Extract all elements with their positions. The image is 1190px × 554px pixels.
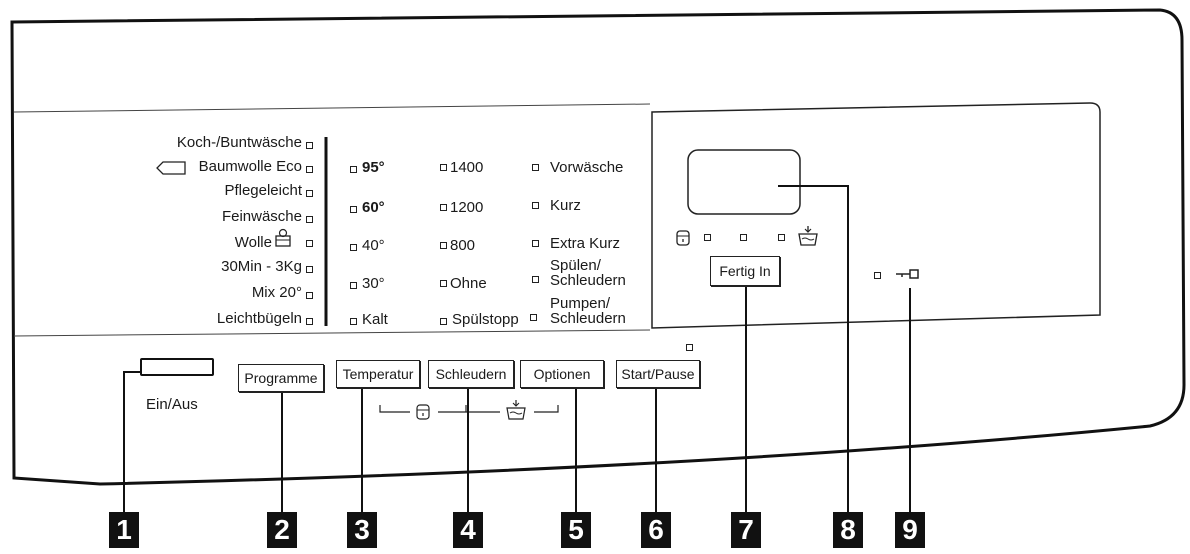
- callout-number: 1: [109, 512, 139, 548]
- temperature-label: Kalt: [362, 311, 388, 328]
- display-window: [651, 102, 1101, 329]
- power-button[interactable]: [140, 358, 214, 376]
- wool-icon: [275, 228, 291, 247]
- rinse-basin-icon: [798, 226, 818, 246]
- callout-lines: [123, 185, 911, 512]
- start-pause-led: [686, 344, 693, 351]
- programme-led: [306, 166, 313, 173]
- spin-led: [440, 242, 447, 249]
- phase-led: [778, 234, 785, 241]
- programme-led: [306, 216, 313, 223]
- temperature-label: 40°: [362, 237, 385, 254]
- spin-label: 1400: [450, 159, 484, 176]
- spin-led: [440, 204, 447, 211]
- temperature-led: [350, 166, 357, 173]
- door-lock-led: [874, 272, 881, 279]
- temperature-label: 95°: [362, 159, 385, 176]
- callout-number: 4: [453, 512, 483, 548]
- option-led: [532, 202, 539, 209]
- option-label: Pumpen/ Schleudern: [550, 295, 626, 327]
- programme-button[interactable]: Programme: [238, 364, 324, 392]
- spin-led: [440, 318, 447, 325]
- panel-divider-top: [13, 103, 651, 113]
- programme-led: [306, 292, 313, 299]
- lcd-display: [687, 149, 801, 215]
- callout-number: 8: [833, 512, 863, 548]
- phase-led: [704, 234, 711, 241]
- option-led: [530, 314, 537, 321]
- programme-led: [306, 318, 313, 325]
- option-label: Vorwäsche: [550, 159, 624, 176]
- key-icon: [896, 269, 919, 279]
- programme-label: Mix 20°: [251, 284, 302, 301]
- callout-number: 3: [347, 512, 377, 548]
- programme-label: 30Min - 3Kg: [221, 258, 302, 275]
- programme-label: Wolle: [234, 234, 272, 251]
- temperature-led: [350, 318, 357, 325]
- callout-number: 2: [267, 512, 297, 548]
- programme-label: Feinwäsche: [221, 208, 302, 225]
- detergent-drawer-icon: [416, 404, 430, 420]
- options-button[interactable]: Optionen: [520, 360, 604, 388]
- panel-body: [10, 8, 1186, 486]
- tag-icon: [156, 161, 186, 175]
- temperature-button[interactable]: Temperatur: [336, 360, 420, 388]
- spin-label: Spülstopp: [452, 311, 519, 328]
- programme-label: Pflegeleicht: [224, 182, 302, 199]
- callout-number: 5: [561, 512, 591, 548]
- spin-button[interactable]: Schleudern: [428, 360, 514, 388]
- spin-label: 800: [450, 237, 476, 254]
- programme-led: [306, 190, 313, 197]
- phase-led: [740, 234, 747, 241]
- power-label: Ein/Aus: [146, 396, 198, 413]
- temperature-led: [350, 206, 357, 213]
- programme-led: [306, 240, 313, 247]
- option-label: Extra Kurz: [550, 235, 621, 252]
- rinse-basin-icon: [506, 400, 526, 420]
- detergent-drawer-icon: [676, 230, 690, 246]
- temperature-led: [350, 282, 357, 289]
- spin-label: 1200: [450, 199, 484, 216]
- finish-in-button[interactable]: Fertig In: [710, 256, 780, 286]
- programme-led: [306, 142, 313, 149]
- option-label: Spülen/ Schleudern: [550, 257, 626, 289]
- programme-label: Leichtbügeln: [216, 310, 302, 327]
- callout-number: 6: [641, 512, 671, 548]
- callout-number: 7: [731, 512, 761, 548]
- spin-led: [440, 164, 447, 171]
- panel-divider-bottom: [13, 329, 651, 337]
- option-led: [532, 240, 539, 247]
- temperature-led: [350, 244, 357, 251]
- start-pause-button[interactable]: Start/Pause: [616, 360, 700, 388]
- temperature-label: 30°: [362, 275, 385, 292]
- option-label: Kurz: [550, 197, 581, 214]
- programme-label: Koch-/Buntwäsche: [176, 134, 302, 151]
- callout-number: 9: [895, 512, 925, 548]
- temperature-label: 60°: [362, 199, 385, 216]
- spin-led: [440, 280, 447, 287]
- programme-led: [306, 266, 313, 273]
- option-led: [532, 164, 539, 171]
- programme-label: Baumwolle Eco: [198, 158, 302, 175]
- spin-label: Ohne: [450, 275, 487, 292]
- option-led: [532, 276, 539, 283]
